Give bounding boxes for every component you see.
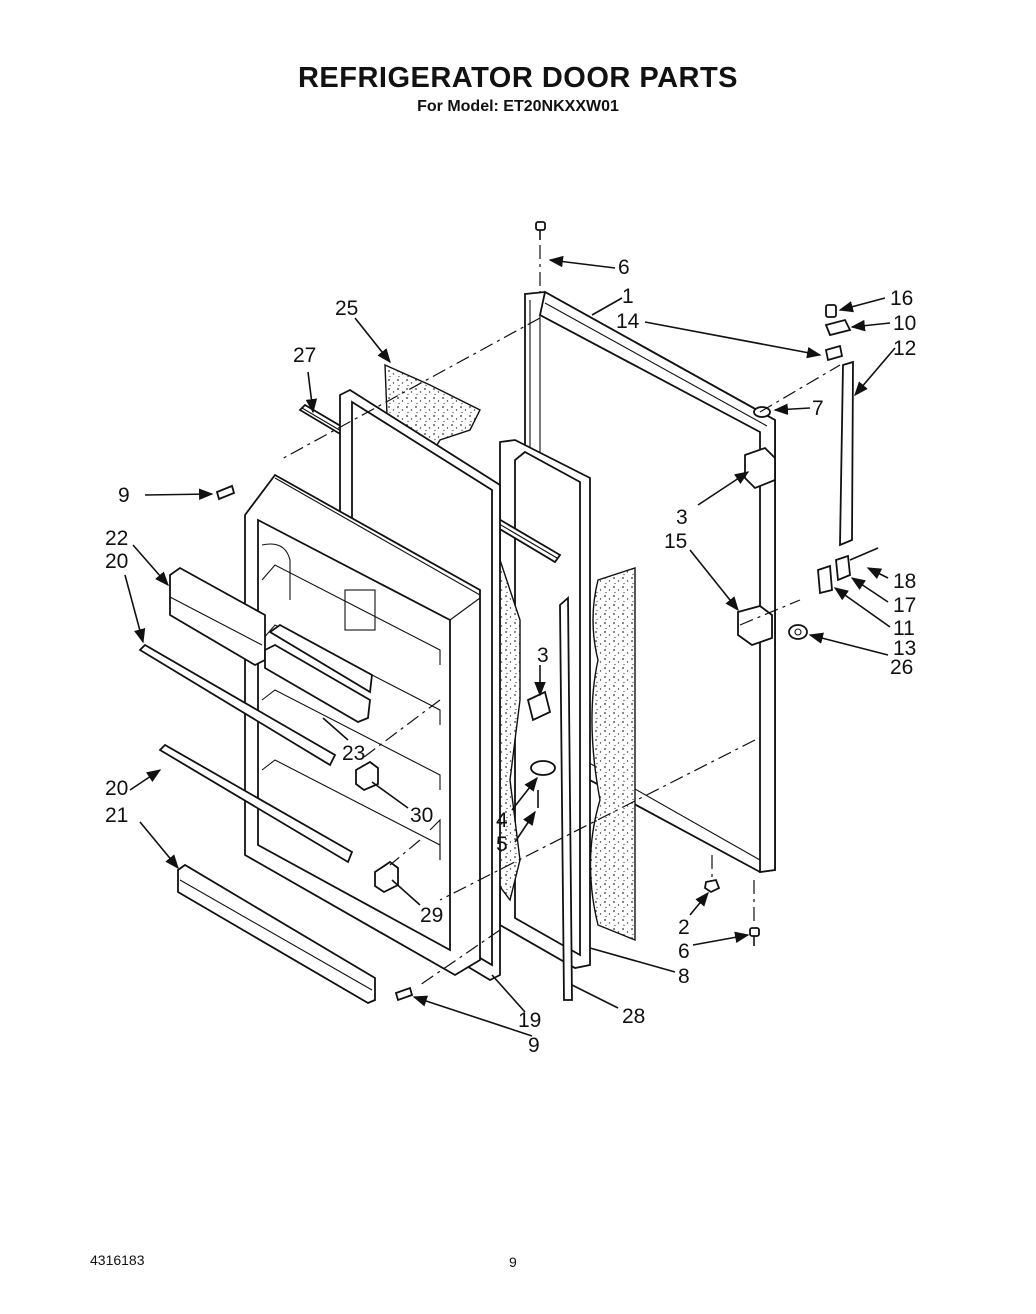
washer-26	[788, 624, 808, 640]
bottom-shelf-21	[177, 863, 376, 1005]
callout-8: 8	[678, 965, 690, 988]
callout-labels: 6 1 14 16 10 12 7 3 15 18 17 11 13 26 3 …	[105, 256, 916, 1057]
callout-4: 4	[496, 809, 508, 832]
door-liner	[244, 473, 481, 977]
shelf-bar-20-upper	[138, 643, 337, 767]
callout-7: 7	[812, 397, 824, 420]
callout-6-top: 6	[618, 256, 630, 279]
callout-9-bottom: 9	[528, 1034, 540, 1057]
callout-11: 11	[893, 617, 915, 640]
callout-3-inner: 3	[537, 644, 549, 667]
callout-16: 16	[890, 287, 913, 310]
callout-13: 13	[893, 637, 916, 660]
document-number: 4316183	[90, 1252, 145, 1268]
callout-22: 22	[105, 527, 128, 550]
callout-23: 23	[342, 742, 365, 765]
callout-12: 12	[893, 337, 916, 360]
callout-2: 2	[678, 916, 690, 939]
callout-3-right: 3	[676, 506, 688, 529]
callout-18: 18	[893, 570, 916, 593]
callout-21: 21	[105, 804, 128, 827]
callout-27: 27	[293, 344, 316, 367]
alignment-lines	[279, 245, 841, 986]
nut-2	[704, 878, 721, 894]
model-subtitle: For Model: ET20NKXXW01	[417, 98, 619, 115]
callout-6-bottom: 6	[678, 940, 690, 963]
callout-5: 5	[496, 833, 508, 856]
page-title: REFRIGERATOR DOOR PARTS	[297, 62, 739, 94]
door-stop-bracket	[737, 605, 773, 647]
shelf-bar-23	[264, 623, 373, 723]
callout-17: 17	[893, 594, 916, 617]
screw-6-bottom	[749, 927, 760, 946]
callout-19: 19	[518, 1009, 541, 1032]
callout-29: 29	[420, 904, 443, 927]
callout-28: 28	[622, 1005, 645, 1028]
leader-lines	[124, 255, 896, 1037]
hinge-parts-top	[824, 304, 852, 362]
door-closer-rod-12	[839, 360, 854, 547]
callout-9-top: 9	[118, 484, 130, 507]
shelf-bar-20-lower	[158, 743, 354, 864]
bushing-4	[530, 760, 556, 808]
page-number: 9	[509, 1254, 517, 1270]
callout-1: 1	[622, 285, 634, 308]
callout-10: 10	[893, 312, 916, 335]
callout-14: 14	[616, 310, 640, 333]
callout-20-lower: 20	[105, 777, 128, 800]
foam-insulation-right	[589, 567, 636, 942]
hinge-parts-bottom	[817, 547, 879, 595]
callout-30: 30	[410, 804, 433, 827]
callout-20-upper: 20	[105, 550, 128, 573]
screw-9-top	[215, 484, 236, 501]
screw-9-bottom	[394, 986, 414, 1002]
callout-26: 26	[890, 656, 913, 679]
callout-15: 15	[664, 530, 687, 553]
callout-25: 25	[335, 297, 358, 320]
vertical-strip-28	[559, 596, 573, 1001]
screw-6-top	[535, 221, 546, 240]
